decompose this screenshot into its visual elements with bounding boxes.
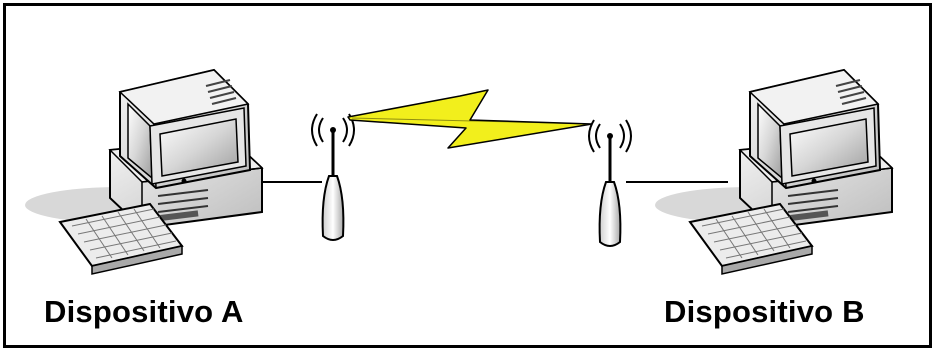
antenna-icon	[312, 114, 354, 240]
device-a-label: Dispositivo A	[44, 294, 244, 330]
device-b-label: Dispositivo B	[664, 294, 865, 330]
computer-b	[655, 70, 892, 274]
antenna-b	[589, 120, 631, 246]
antenna-a	[312, 114, 354, 240]
antenna-icon	[589, 120, 631, 246]
computer-a	[25, 70, 262, 274]
